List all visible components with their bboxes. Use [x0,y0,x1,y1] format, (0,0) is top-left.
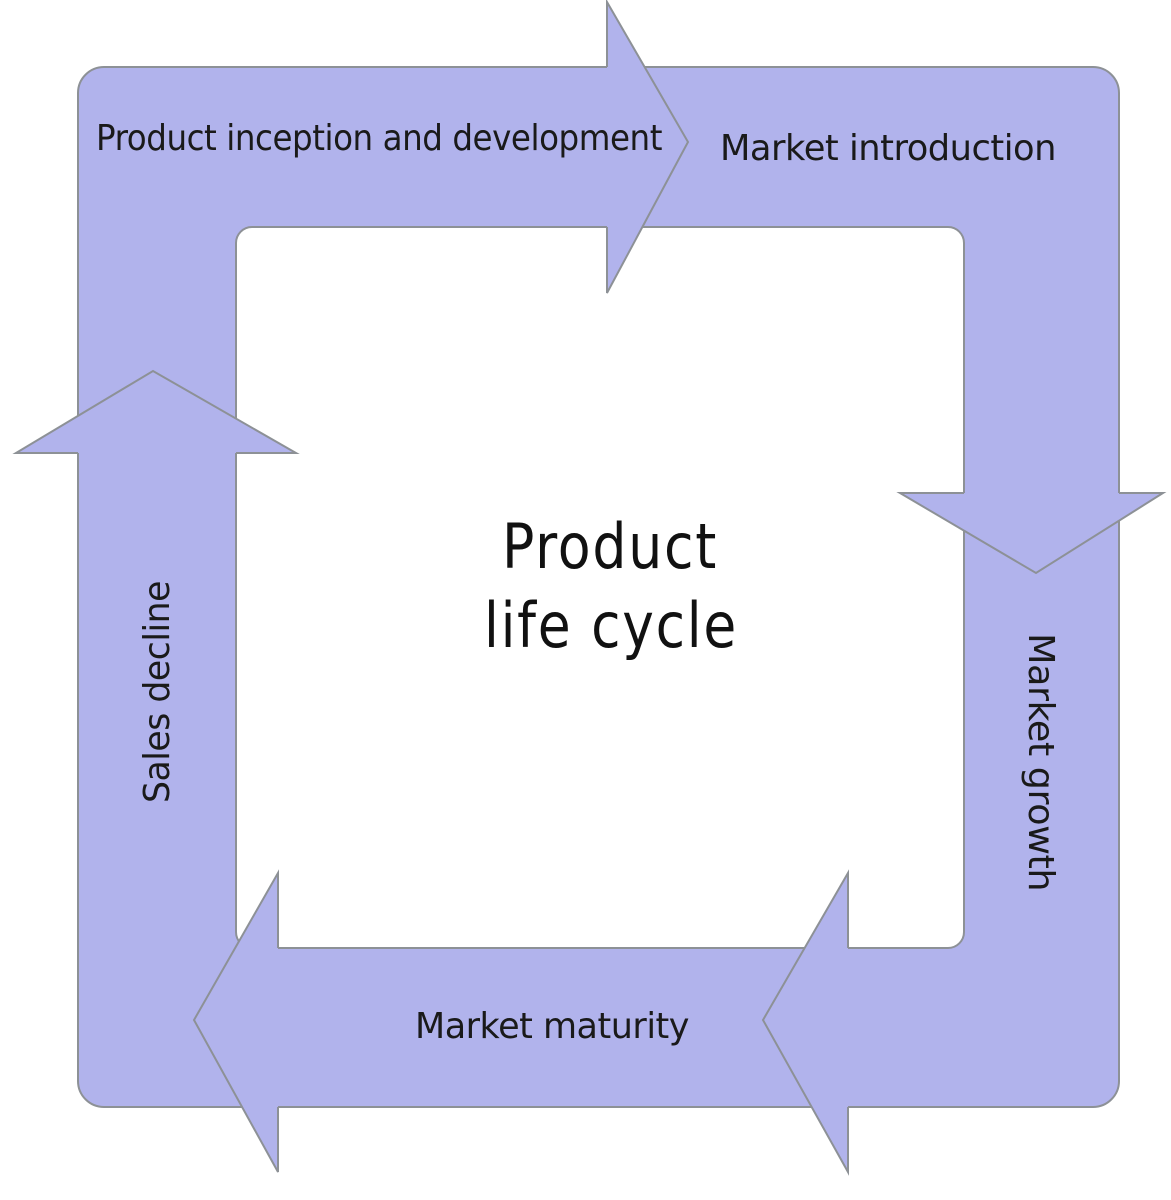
stage-label-inception: Product inception and development [96,118,662,159]
stage-label-maturity: Market maturity [415,1006,689,1047]
arrow-up-icon [12,369,300,454]
stage-label-introduction: Market introduction [720,128,1056,169]
center-title-line1: Product [502,510,718,583]
stage-label-decline: Sales decline [137,581,178,803]
stage-label-growth: Market growth [1020,633,1061,891]
arrow-right-icon [606,0,690,294]
arrow-left-icon [761,869,849,1176]
arrow-left-icon [192,869,279,1173]
center-title-line2: life cycle [484,589,738,662]
arrow-down-icon [896,492,1167,575]
inner-area [235,226,965,949]
